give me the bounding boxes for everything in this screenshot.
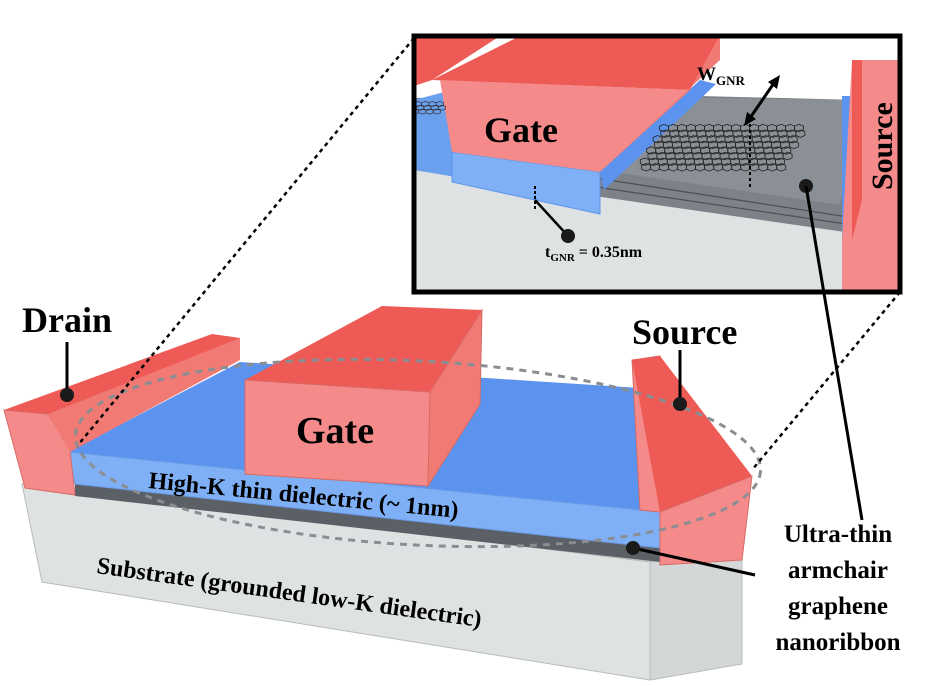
- main-leaders: [60, 342, 756, 577]
- graphene-layer: [75, 484, 660, 562]
- t-gnr-value: = 0.35nm: [575, 244, 643, 261]
- inset-drain-top: [414, 36, 500, 86]
- source-top-face: [632, 356, 752, 512]
- inset-graphene-lattice: [639, 123, 806, 172]
- inset-source-label: Source: [866, 102, 899, 190]
- drain-label: Drain: [22, 300, 112, 340]
- w-gnr-sub: GNR: [716, 73, 746, 88]
- source-label: Source: [632, 312, 737, 352]
- drain-front-face: [3, 409, 76, 496]
- inset-gate-top: [432, 36, 720, 90]
- gnr-label-line-4: nanoribbon: [775, 629, 900, 656]
- gnr-leader-dot: [626, 541, 640, 555]
- gnr-leader-line: [632, 546, 756, 577]
- w-gnr-arrowhead-bottom: [744, 112, 756, 126]
- gate-top-face: [245, 306, 482, 392]
- inset-panel: [411, 33, 903, 295]
- t-gnr-dot: [561, 229, 575, 243]
- channel-highlight-ellipse: [73, 357, 763, 549]
- graphene-hexagon: [775, 157, 785, 166]
- graphene-hexagon: [432, 108, 441, 115]
- inset-to-gnr-leader: [804, 185, 864, 521]
- source-front-face: [659, 475, 753, 566]
- graphene-hexagon: [795, 129, 806, 138]
- t-gnr-label: tGNR = 0.35nm: [545, 244, 643, 264]
- main-device: [3, 306, 763, 681]
- gnr-label-line-1: Ultra-thin: [784, 521, 892, 548]
- drain-leader-dot: [60, 388, 74, 402]
- graphene-hexagon: [776, 163, 787, 172]
- graphene-hexagon: [787, 135, 798, 144]
- gate-right-face: [427, 308, 483, 488]
- inset-dielectric-diag: [600, 80, 716, 190]
- graphene-hexagon: [782, 151, 793, 161]
- graphene-hexagon: [435, 101, 444, 107]
- w-gnr-arrow-line: [748, 82, 776, 119]
- inset-source-edge: [852, 60, 862, 240]
- inset-gate-front: [440, 80, 690, 172]
- w-gnr-main: W: [697, 64, 716, 85]
- graphene-hexagon: [437, 104, 446, 111]
- t-gnr-leader: [534, 199, 569, 237]
- gnr-label-line-2: armchair: [788, 557, 888, 584]
- inset-border: [411, 33, 903, 295]
- w-gnr-label: WGNR: [697, 64, 746, 88]
- gate-label: Gate: [296, 410, 374, 452]
- t-gnr-sub: GNR: [550, 252, 576, 264]
- graphene-hexagon: [781, 146, 792, 155]
- t-gnr-main: t: [545, 244, 551, 261]
- graphene-hexagon: [789, 140, 799, 150]
- source-leader-dot: [673, 397, 687, 411]
- gnr-label-line-3: graphene: [788, 593, 888, 620]
- w-gnr-arrowhead-top: [768, 75, 780, 89]
- graphene-hexagon: [794, 123, 804, 133]
- zoom-line-right: [751, 291, 901, 471]
- inset-gate-label: Gate: [484, 110, 558, 150]
